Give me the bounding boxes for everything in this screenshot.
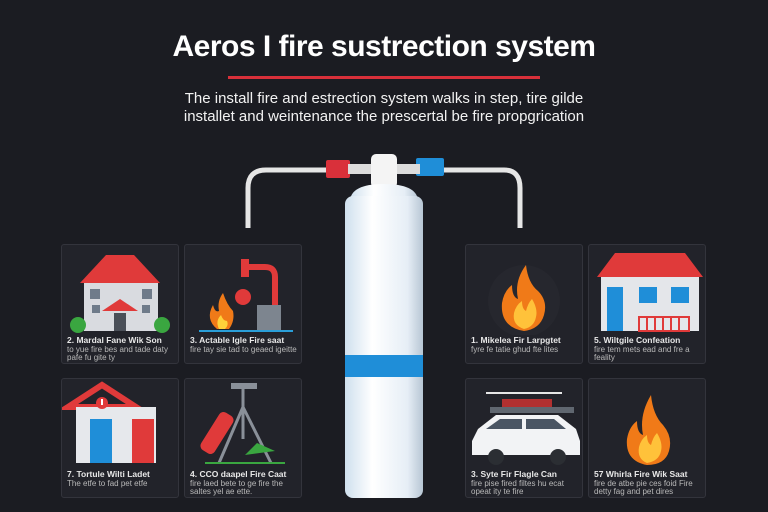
card-description: fire tay sie tad to geaed igeitte [190,346,297,354]
card-label: 1. Mikelea Fir Larpgtet [471,335,561,345]
step-card-3[interactable]: 1. Mikelea Fir Larpgtet fyre fe tatie gh… [465,244,583,364]
blue-valve [416,158,444,176]
subtitle-line-1: The install fire and estrection system w… [184,90,584,107]
card-label: 4. CCO daapel Fire Caat [190,469,287,479]
card-label: 3. Syte Fir Flagle Can [471,469,557,479]
step-card-6[interactable]: 4. CCO daapel Fire Caat fire laed bete t… [184,378,302,498]
title-underline [228,76,540,79]
cylinder-blue-band [345,355,423,377]
card-label: 57 Whirla Fire Wik Saat [594,469,688,479]
step-card-2[interactable]: 3. Actable Igle Fire saat fire tay sie t… [184,244,302,364]
house-icon [597,253,703,332]
step-card-8[interactable]: 57 Whirla Fire Wik Saat fire de atbe pie… [588,378,706,498]
extinguisher-icon [200,383,285,464]
card-description: fire de atbe pie ces foid Fire detty fag… [594,480,693,496]
card-description: The etfe to fad pet etfe [67,480,148,488]
car-icon [472,392,580,465]
cylinder-cap [371,154,397,188]
card-label: 3. Actable Igle Fire saat [190,335,285,345]
flame-icon [488,265,560,335]
house-icon [70,255,170,333]
valve-icon [199,259,293,332]
card-label: 5. Wiltgile Confeation [594,335,681,345]
page-title: Aeros I fire sustrection system [172,30,596,63]
card-label: 2. Mardal Fane Wik Son [67,335,162,345]
card-description: fyre fe tatie ghud fte lites [471,346,559,354]
card-description: fire tem mets ead and fre a feality [594,346,690,362]
right-pipe [440,167,523,228]
step-card-4[interactable]: 5. Wiltgile Confeation fire tem mets ead… [588,244,706,364]
step-card-5[interactable]: 7. Tortule Wilti Ladet The etfe to fad p… [61,378,179,498]
cylinder-body [345,196,423,498]
building-icon [62,381,156,463]
page-subtitle: The install fire and estrection system w… [0,90,768,126]
step-card-1[interactable]: 2. Mardal Fane Wik Son to yue fire bes a… [61,244,179,364]
card-description: to yue fire bes and tade daty pafe fu gi… [67,346,168,362]
left-pipe [245,167,330,228]
flame-icon [626,395,671,465]
subtitle-line-2: installet and weintenance the prescertal… [183,108,585,125]
card-description: fire laed bete to ge fire the saltes yel… [190,480,283,496]
red-valve [326,160,350,178]
card-label: 7. Tortule Wilti Ladet [67,469,150,479]
card-description: fire pise fired filtes hu ecat opeat ity… [471,480,564,496]
step-card-7[interactable]: 3. Syte Fir Flagle Can fire pise fired f… [465,378,583,498]
